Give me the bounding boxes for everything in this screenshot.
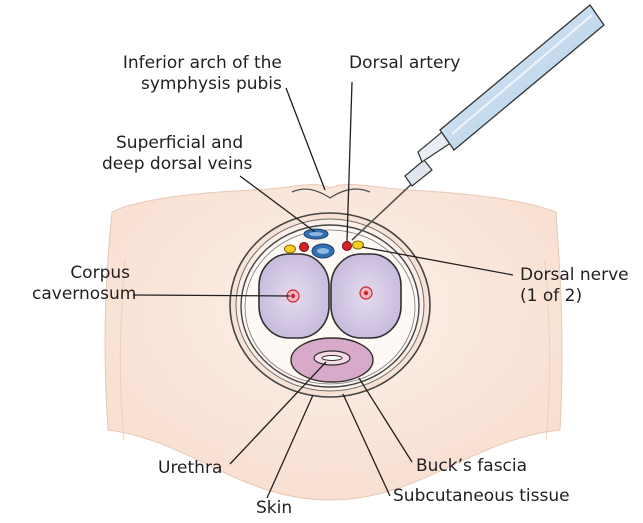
label-symphysis-pubis: Inferior arch of the symphysis pubis [103,53,282,95]
syringe-highlight [452,15,592,134]
dorsal-artery-left [300,243,309,252]
superficial-dorsal-vein-lumen [309,232,323,236]
needle-hub [405,160,432,186]
label-subcutaneous-tissue: Subcutaneous tissue [393,486,570,507]
deep-dorsal-vein-lumen [317,248,329,254]
urethra-slit [322,356,342,361]
deep-artery-right-center [364,291,368,295]
dorsal-nerve-left [285,245,296,253]
deep-artery-left-center [291,294,295,298]
label-corpus-cavernosum: Corpus cavernosum [32,263,130,305]
dorsal-nerve-right [353,241,364,249]
leader-arch [286,88,325,190]
penile-shaft-cross-section [230,213,430,397]
label-bucks-fascia: Buck’s fascia [416,456,527,477]
label-dorsal-veins: Superficial and deep dorsal veins [102,133,252,175]
label-skin: Skin [256,498,292,519]
label-dorsal-artery: Dorsal artery [349,53,460,74]
dorsal-artery-right [343,242,352,251]
label-urethra: Urethra [158,458,222,479]
label-dorsal-nerve: Dorsal nerve (1 of 2) [520,265,629,307]
